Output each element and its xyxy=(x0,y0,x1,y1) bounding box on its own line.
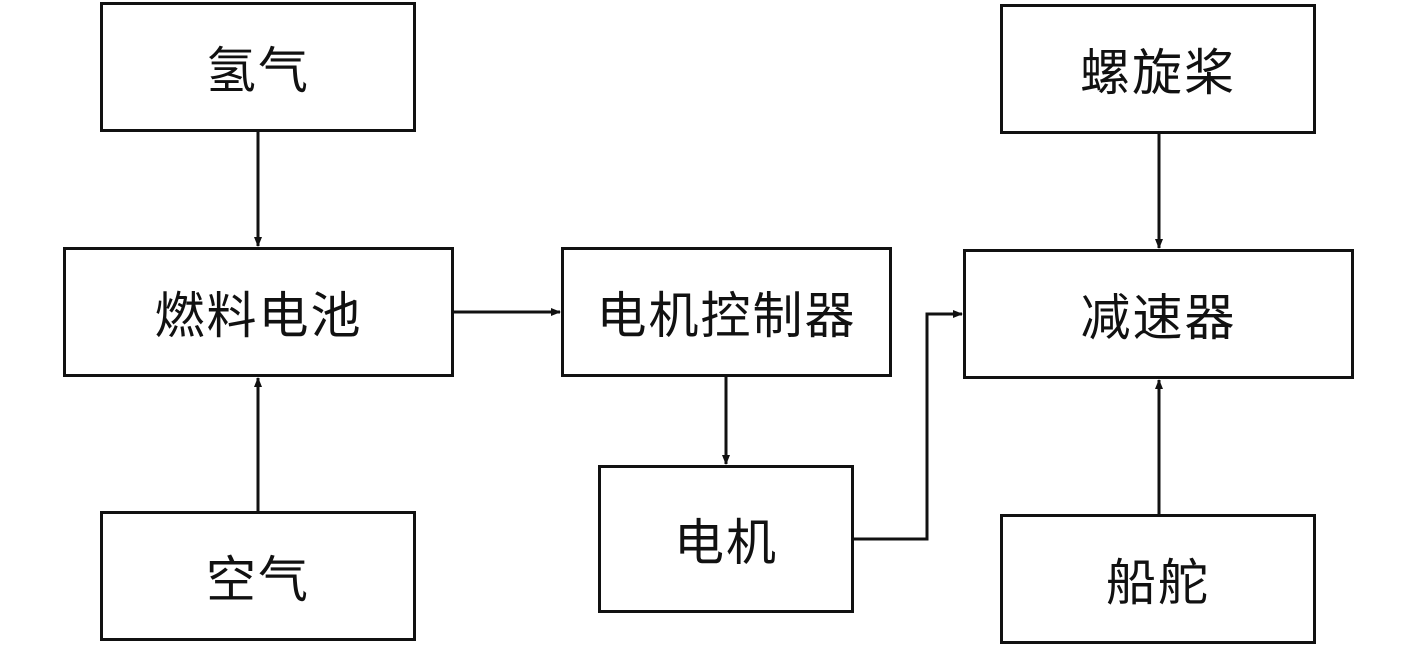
hydrogen-node: 氢气 xyxy=(100,2,416,132)
reducer-node: 减速器 xyxy=(963,249,1354,379)
fuel-cell-label: 燃料电池 xyxy=(154,287,363,345)
rudder-label: 船舵 xyxy=(1106,554,1210,612)
propeller-node: 螺旋桨 xyxy=(1000,4,1316,134)
motor-node: 电机 xyxy=(598,465,854,613)
hydrogen-label: 氢气 xyxy=(206,42,310,100)
air-label: 空气 xyxy=(206,551,310,609)
reducer-label: 减速器 xyxy=(1080,289,1237,347)
motor-controller-label: 电机控制器 xyxy=(596,287,857,345)
motor-controller-node: 电机控制器 xyxy=(561,247,892,377)
fuel-cell-node: 燃料电池 xyxy=(63,247,454,377)
rudder-node: 船舵 xyxy=(1000,514,1316,644)
propeller-label: 螺旋桨 xyxy=(1080,44,1236,102)
motor-label: 电机 xyxy=(674,514,778,572)
air-node: 空气 xyxy=(100,511,416,641)
